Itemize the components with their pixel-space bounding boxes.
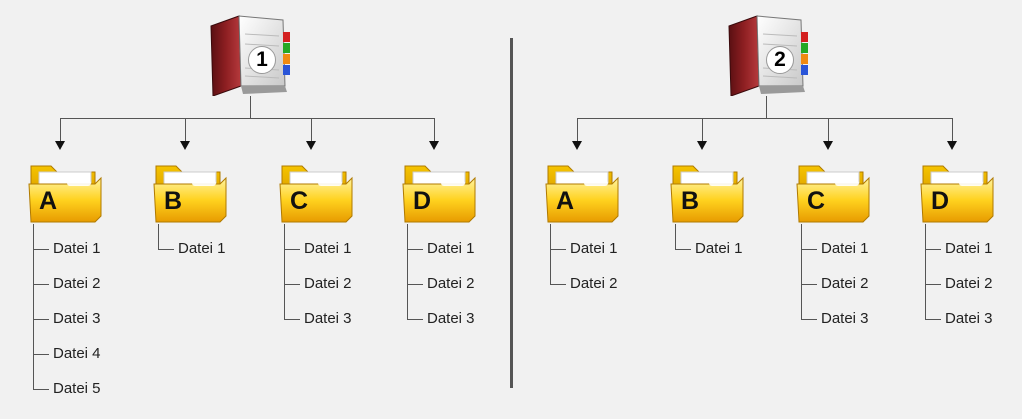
file-item: Datei 1	[695, 240, 743, 257]
file-tree-branch	[925, 284, 941, 285]
file-item: Datei 1	[427, 240, 475, 257]
arrowhead	[947, 141, 957, 150]
file-item: Datei 3	[945, 310, 993, 327]
file-item: Datei 1	[304, 240, 352, 257]
file-tree-trunk	[550, 224, 551, 284]
branch-drop	[60, 118, 61, 141]
branch-drop	[577, 118, 578, 141]
branch-drop	[185, 118, 186, 141]
binder-connector	[250, 96, 251, 118]
file-item: Datei 3	[821, 310, 869, 327]
folder-icon: D	[919, 158, 995, 226]
file-tree-trunk	[284, 224, 285, 319]
file-item: Datei 2	[570, 275, 618, 292]
file-item: Datei 1	[570, 240, 618, 257]
file-item: Datei 3	[53, 310, 101, 327]
folder-letter-label: D	[930, 187, 950, 215]
file-tree-branch	[925, 319, 941, 320]
file-item: Datei 2	[427, 275, 475, 292]
file-item: Datei 1	[821, 240, 869, 257]
file-tree-branch	[33, 284, 49, 285]
binder-icon: 1	[205, 12, 297, 97]
folder-letter-label: C	[806, 187, 826, 215]
file-item: Datei 1	[178, 240, 226, 257]
folder-icon: B	[152, 158, 228, 226]
file-tree-branch	[925, 249, 941, 250]
file-tree-trunk	[675, 224, 676, 249]
folder-letter-label: C	[289, 187, 309, 215]
file-tree-branch	[550, 249, 566, 250]
arrowhead	[697, 141, 707, 150]
file-item: Datei 1	[53, 240, 101, 257]
file-tree-branch	[284, 319, 300, 320]
arrowhead	[429, 141, 439, 150]
branch-bus	[577, 118, 953, 119]
branch-drop	[434, 118, 435, 141]
file-tree-branch	[550, 284, 566, 285]
file-tree-branch	[675, 249, 691, 250]
binder-number-label: 2	[766, 46, 794, 74]
file-tree-branch	[33, 319, 49, 320]
file-tree-trunk	[407, 224, 408, 319]
binder-icon: 2	[723, 12, 815, 97]
file-tree-branch	[33, 389, 49, 390]
file-item: Datei 3	[427, 310, 475, 327]
file-tree-branch	[158, 249, 174, 250]
file-tree-branch	[801, 284, 817, 285]
file-tree-branch	[407, 319, 423, 320]
binder-connector	[766, 96, 767, 118]
folder-icon: C	[795, 158, 871, 226]
file-item: Datei 2	[945, 275, 993, 292]
file-item: Datei 4	[53, 345, 101, 362]
folder-letter-label: B	[163, 187, 183, 215]
file-item: Datei 2	[53, 275, 101, 292]
file-tree-branch	[801, 319, 817, 320]
folder-icon: A	[27, 158, 103, 226]
branch-drop	[311, 118, 312, 141]
file-tree-branch	[801, 249, 817, 250]
binder-number-label: 1	[248, 46, 276, 74]
section-divider	[510, 38, 513, 388]
folder-letter-label: A	[38, 187, 58, 215]
file-item: Datei 3	[304, 310, 352, 327]
arrowhead	[572, 141, 582, 150]
branch-drop	[952, 118, 953, 141]
file-tree-branch	[284, 249, 300, 250]
folder-letter-label: B	[680, 187, 700, 215]
file-item: Datei 2	[304, 275, 352, 292]
file-item: Datei 1	[945, 240, 993, 257]
arrowhead	[306, 141, 316, 150]
folder-icon: C	[278, 158, 354, 226]
branch-drop	[702, 118, 703, 141]
file-tree-branch	[33, 354, 49, 355]
file-item: Datei 5	[53, 380, 101, 397]
file-tree-branch	[407, 249, 423, 250]
folder-icon: A	[544, 158, 620, 226]
file-tree-trunk	[801, 224, 802, 319]
branch-bus	[60, 118, 435, 119]
arrowhead	[55, 141, 65, 150]
file-tree-branch	[407, 284, 423, 285]
folder-letter-label: D	[412, 187, 432, 215]
file-tree-trunk	[158, 224, 159, 249]
arrowhead	[180, 141, 190, 150]
arrowhead	[823, 141, 833, 150]
folder-letter-label: A	[555, 187, 575, 215]
folder-icon: D	[401, 158, 477, 226]
file-tree-trunk	[925, 224, 926, 319]
file-item: Datei 2	[821, 275, 869, 292]
folder-icon: B	[669, 158, 745, 226]
file-tree-branch	[284, 284, 300, 285]
file-tree-trunk	[33, 224, 34, 389]
branch-drop	[828, 118, 829, 141]
file-tree-branch	[33, 249, 49, 250]
